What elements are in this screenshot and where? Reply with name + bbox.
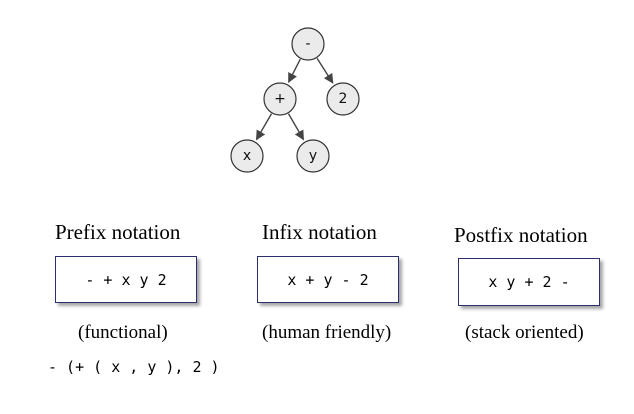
prefix-functional-form: - (+ ( x , y ), 2 ) bbox=[48, 358, 220, 376]
tree-edge-minus-plus bbox=[287, 58, 301, 83]
tree-node-label: 2 bbox=[339, 91, 348, 107]
expression-tree: - +2 x y bbox=[230, 27, 360, 173]
postfix-expression-box: x y + 2 - bbox=[458, 258, 600, 306]
infix-heading: Infix notation bbox=[262, 220, 377, 244]
prefix-caption: (functional) bbox=[78, 322, 168, 343]
tree-edge-minus-two bbox=[316, 57, 334, 84]
tree-node-label: - bbox=[305, 36, 310, 52]
infix-expression-box: x + y - 2 bbox=[257, 256, 399, 303]
postfix-heading: Postfix notation bbox=[454, 223, 588, 247]
postfix-caption: (stack oriented) bbox=[465, 322, 584, 343]
tree-node-two: 2 bbox=[326, 82, 360, 116]
infix-caption: (human friendly) bbox=[262, 322, 392, 343]
tree-node-x: x bbox=[230, 139, 264, 173]
prefix-heading: Prefix notation bbox=[55, 220, 181, 244]
prefix-expression-box: - + x y 2 bbox=[55, 256, 197, 303]
tree-node-minus: - bbox=[291, 27, 325, 61]
tree-node-label: y bbox=[309, 148, 317, 164]
tree-edge-plus-x bbox=[255, 113, 273, 141]
tree-edge-plus-y bbox=[287, 113, 305, 141]
tree-node-y: y bbox=[296, 139, 330, 173]
tree-node-label: + bbox=[274, 91, 286, 107]
tree-node-plus: + bbox=[263, 82, 297, 116]
tree-node-label: x bbox=[243, 148, 251, 164]
